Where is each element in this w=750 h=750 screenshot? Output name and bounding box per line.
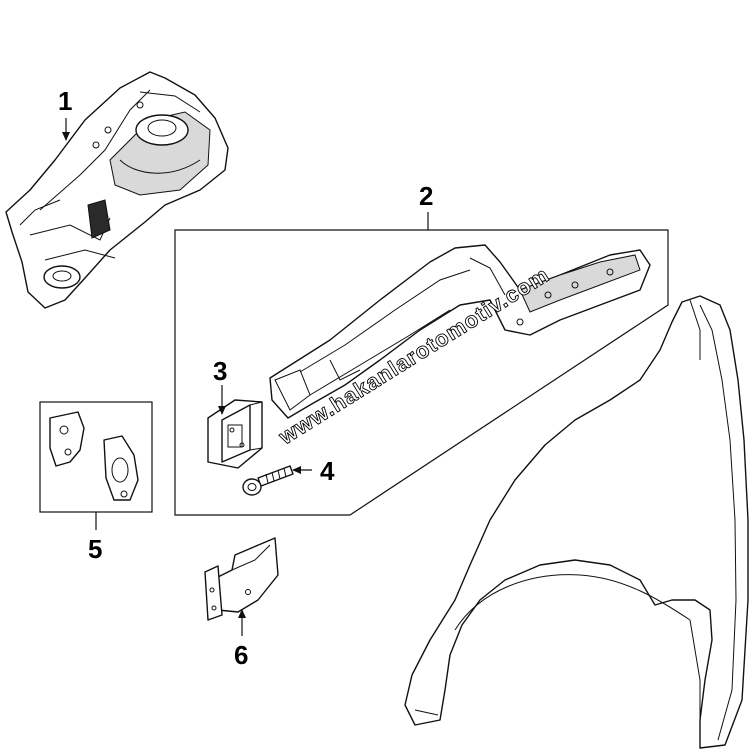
part-6-bracket[interactable]: [204, 537, 279, 621]
part-2-group-frame: [174, 229, 669, 516]
callout-4: 4: [320, 456, 335, 486]
part-2-side-member[interactable]: [269, 244, 651, 419]
leader-lines: [62, 118, 429, 636]
part-5-brackets[interactable]: [49, 411, 139, 501]
part-4-bolt[interactable]: [242, 465, 294, 496]
callout-1: 1: [58, 86, 72, 116]
callout-5: 5: [88, 534, 102, 564]
fender-panel[interactable]: [404, 295, 749, 749]
part-3-bracket[interactable]: [207, 399, 263, 469]
part-1-apron-assembly[interactable]: [5, 71, 229, 309]
callout-3: 3: [213, 356, 227, 386]
callout-6: 6: [234, 640, 248, 670]
callout-2: 2: [419, 181, 433, 211]
